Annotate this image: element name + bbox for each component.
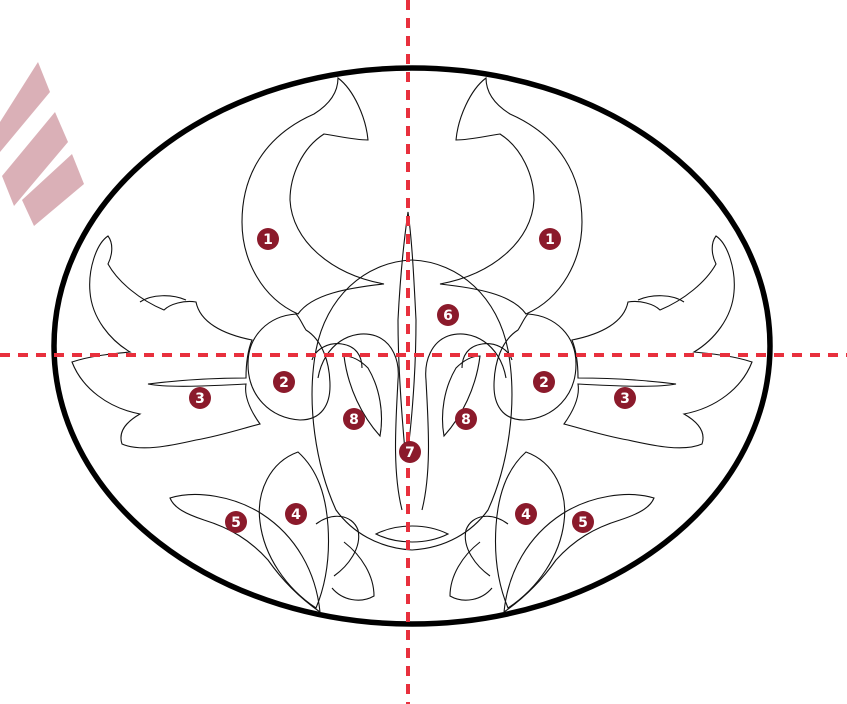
marker-label: 3 (195, 391, 205, 407)
jaw-swirl-inner-line (332, 542, 374, 600)
nose-spike-outline (398, 212, 416, 462)
marker-label: 2 (539, 375, 549, 391)
marker-horn-right: 1 (539, 228, 561, 250)
marker-eye-left: 8 (343, 408, 365, 430)
marker-ear-right: 2 (533, 371, 555, 393)
marker-label: 7 (405, 445, 415, 461)
marker-label: 1 (545, 232, 555, 248)
marker-label: 4 (291, 507, 301, 523)
outer-oval-frame (54, 68, 770, 624)
marker-ear-left: 2 (273, 371, 295, 393)
mask-drawing (72, 78, 752, 612)
cheek-outline (259, 452, 328, 608)
marker-label: 5 (578, 515, 588, 531)
marker-jaw-swirl-left: 5 (225, 511, 247, 533)
marker-jaw-swirl-right: 5 (572, 511, 594, 533)
mask-left-half (72, 78, 412, 612)
marker-cheek-left: 4 (285, 503, 307, 525)
marker-label: 3 (620, 391, 630, 407)
marker-label: 4 (521, 507, 531, 523)
marker-flame-left: 3 (189, 387, 211, 409)
marker-nose: 7 (399, 441, 421, 463)
marker-eye-right: 8 (455, 408, 477, 430)
flame-outline (72, 236, 260, 448)
marker-label: 2 (279, 375, 289, 391)
marker-cheek-right: 4 (515, 503, 537, 525)
horn-outline (242, 78, 384, 314)
marker-horn-left: 1 (257, 228, 279, 250)
marker-label: 8 (461, 412, 471, 428)
marker-forehead: 6 (437, 304, 459, 326)
cheek-curl-line (316, 516, 359, 576)
marker-label: 5 (231, 515, 241, 531)
ear-inner-line (312, 344, 362, 368)
marker-flame-right: 3 (614, 387, 636, 409)
marker-label: 1 (263, 232, 273, 248)
ear-outline (248, 314, 330, 420)
marker-label: 6 (443, 308, 453, 324)
chevron-watermark (0, 62, 84, 226)
marker-label: 8 (349, 412, 359, 428)
